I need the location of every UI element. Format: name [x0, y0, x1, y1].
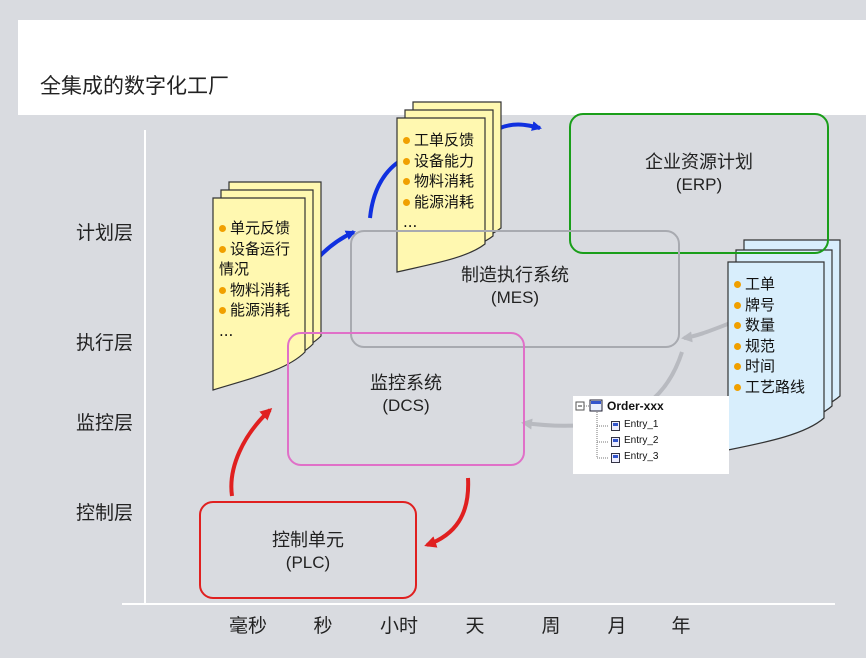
layer-label-control: 控制层 — [76, 502, 134, 524]
time-label-second: 秒 — [313, 615, 333, 637]
dcs-box[interactable]: 监控系统 (DCS) — [287, 332, 525, 466]
bullet-icon — [219, 307, 226, 314]
layer-label-monitoring: 监控层 — [76, 412, 134, 434]
plc-box[interactable]: 控制单元 (PLC) — [199, 501, 417, 599]
note-item: 物料消耗 — [219, 280, 290, 301]
dcs-title: 监控系统 — [370, 373, 442, 394]
bullet-icon — [734, 281, 741, 288]
entry-label-3[interactable]: Entry_3 — [624, 451, 659, 462]
time-label-month: 月 — [607, 615, 627, 637]
note-item: 设备运行 — [219, 239, 290, 260]
bullet-icon — [219, 286, 226, 294]
note-stack-dcs-to-mes — [212, 181, 322, 391]
note-item: ... — [403, 213, 418, 231]
note-item: 工单 — [734, 274, 805, 295]
order-root-label[interactable]: Order-xxx — [607, 399, 664, 413]
entry-label-1[interactable]: Entry_1 — [624, 419, 659, 430]
header-band — [18, 20, 866, 115]
entry-label-2[interactable]: Entry_2 — [624, 435, 659, 446]
arrow-dcs-to-plc — [424, 477, 471, 548]
bullet-icon — [219, 245, 226, 253]
layer-label-planning: 计划层 — [76, 222, 134, 244]
time-label-millisecond: 毫秒 — [228, 615, 268, 637]
time-label-hour: 小时 — [379, 615, 419, 637]
note-item: 单元反馈 — [219, 218, 290, 239]
erp-title: 企业资源计划 — [645, 152, 753, 173]
note-item: 时间 — [734, 356, 805, 377]
note-item: 能源消耗 — [219, 300, 290, 321]
arrow-erp-to-mes — [681, 320, 734, 343]
arrow-plc-to-dcs — [229, 407, 273, 497]
mes-abbr: (MES) — [490, 288, 540, 307]
page-title: 全集成的数字化工厂 — [40, 74, 229, 98]
note-item: ... — [219, 321, 234, 340]
plc-abbr: (PLC) — [285, 553, 331, 572]
note-item: 牌号 — [734, 295, 805, 316]
order-tree-panel: Order-xxx Entry_1 Entry_2 Entry_3 — [573, 396, 729, 474]
note-item: 物料消耗 — [403, 171, 474, 192]
note-stack-erp-to-mes — [727, 239, 841, 451]
note-item: 规范 — [734, 336, 805, 357]
bullet-icon — [734, 322, 741, 329]
bullet-icon — [734, 342, 741, 350]
dcs-abbr: (DCS) — [382, 396, 430, 415]
note-list-dcs-to-mes: 单元反馈 设备运行 情况 物料消耗 能源消耗 ... — [219, 218, 290, 341]
plc-title: 控制单元 — [272, 530, 344, 551]
bullet-icon — [403, 157, 410, 165]
note-item: 工单反馈 — [403, 130, 474, 151]
time-label-week: 周 — [541, 615, 561, 637]
note-item: 数量 — [734, 315, 805, 336]
bullet-icon — [734, 363, 741, 370]
erp-box[interactable]: 企业资源计划 (ERP) — [569, 113, 829, 254]
arrow-mes-to-erp-2 — [499, 121, 542, 131]
bullet-icon — [403, 178, 410, 185]
bullet-icon — [734, 301, 741, 309]
bullet-icon — [403, 137, 410, 144]
note-stack-mes-to-erp — [396, 101, 502, 273]
time-label-day: 天 — [465, 615, 485, 637]
mes-box[interactable]: 制造执行系统 (MES) — [350, 230, 680, 348]
layer-label-execution: 执行层 — [76, 332, 134, 354]
bullet-icon — [219, 225, 226, 232]
entry-file-icon — [611, 421, 620, 431]
entry-file-icon — [611, 437, 620, 447]
erp-abbr: (ERP) — [675, 175, 723, 194]
note-list-erp-to-mes: 工单 牌号 数量 规范 时间 工艺路线 — [734, 274, 805, 397]
entry-file-icon — [611, 453, 620, 463]
mes-title: 制造执行系统 — [461, 265, 569, 286]
bullet-icon — [734, 383, 741, 391]
note-list-mes-to-erp: 工单反馈 设备能力 物料消耗 能源消耗 ... — [403, 130, 474, 233]
note-item: 设备能力 — [403, 151, 474, 172]
bullet-icon — [403, 198, 410, 206]
tree-lines — [575, 399, 609, 459]
arrow-dcs-to-mes — [316, 230, 356, 260]
note-item: 情况 — [219, 260, 250, 278]
time-label-year: 年 — [671, 615, 691, 637]
note-item: 工艺路线 — [734, 377, 805, 398]
note-item: 能源消耗 — [403, 192, 474, 213]
